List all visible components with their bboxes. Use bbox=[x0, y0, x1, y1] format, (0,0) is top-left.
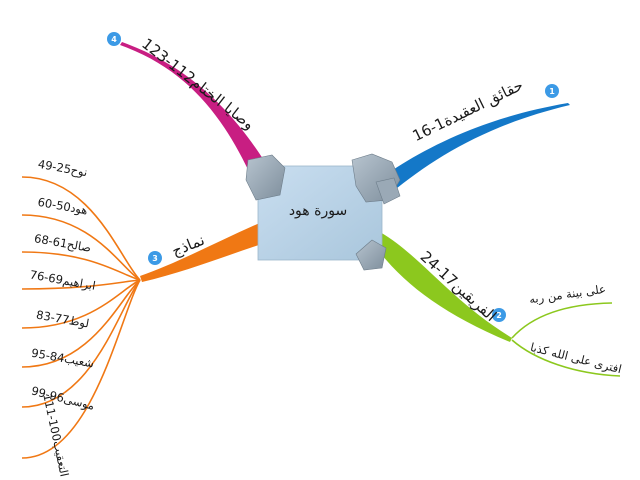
branch-3-sub-label[interactable]: 83-77لوط bbox=[35, 308, 90, 332]
branch-3-sub-label[interactable]: 68-61صالح bbox=[33, 231, 92, 255]
branch-3-group: 3 نماذج 49-25نوح60-50هود68-61صالح76-69اب… bbox=[21, 157, 262, 478]
branch-2-badge bbox=[492, 308, 506, 322]
center-topic[interactable]: سورة هود bbox=[245, 153, 401, 271]
branch-3-badge-number: 3 bbox=[152, 254, 158, 263]
branch-3-sub-line bbox=[21, 279, 141, 368]
branch-4-ribbon[interactable] bbox=[120, 42, 270, 178]
branch-2-group: 2 24-17الفريقين على بينة من ربه افترى عل… bbox=[378, 232, 623, 377]
branch-3-sub-line bbox=[21, 176, 141, 281]
branch-3-sub-label[interactable]: 60-50هود bbox=[36, 195, 88, 219]
branch-2-sub-line-1 bbox=[511, 302, 613, 339]
branch-1-badge-number: 1 bbox=[549, 87, 555, 96]
hand-top-right-finger bbox=[375, 177, 401, 205]
branch-4-group: 4 123-112وصايا الختام bbox=[107, 32, 270, 178]
branch-3-sub-label[interactable]: 76-69ابراهيم bbox=[29, 267, 97, 293]
branch-3-ribbon[interactable] bbox=[140, 222, 262, 282]
branch-3-sub-line bbox=[21, 279, 141, 408]
branch-3-sub-lines bbox=[21, 176, 141, 459]
branch-3-sub-line bbox=[21, 214, 141, 281]
branch-3-sub-line bbox=[21, 279, 141, 329]
branch-3-sub-line bbox=[21, 251, 141, 281]
branch-1-badge bbox=[545, 84, 559, 98]
branch-2-ribbon[interactable] bbox=[378, 232, 512, 342]
hand-top-left bbox=[245, 154, 286, 201]
center-title: سورة هود bbox=[289, 203, 347, 219]
branch-4-badge-number: 4 bbox=[111, 35, 117, 44]
branch-3-sub-label[interactable]: 95-84شعيب bbox=[30, 346, 95, 371]
branch-1-group: 1 16-1حقائق العقيدة bbox=[375, 76, 570, 198]
branch-2-badge-number: 2 bbox=[496, 311, 502, 320]
branch-3-badge bbox=[148, 251, 162, 265]
branch-2-sub-line-2 bbox=[511, 339, 621, 377]
branch-4-badge bbox=[107, 32, 121, 46]
branch-4-label[interactable]: 123-112وصايا الختام bbox=[138, 35, 257, 134]
hand-bottom-right bbox=[355, 239, 387, 271]
branch-3-sub-label[interactable]: 49-25نوح bbox=[37, 157, 89, 180]
branch-3-sub-line bbox=[21, 279, 141, 459]
branch-3-sub-line bbox=[21, 279, 141, 290]
branch-3-sub-label[interactable]: 99-96موسى bbox=[30, 383, 96, 413]
branch-3-sub-labels: 49-25نوح 60-50هود 68-61صالح 76-69ابراهيم 83-… bbox=[29, 157, 97, 478]
